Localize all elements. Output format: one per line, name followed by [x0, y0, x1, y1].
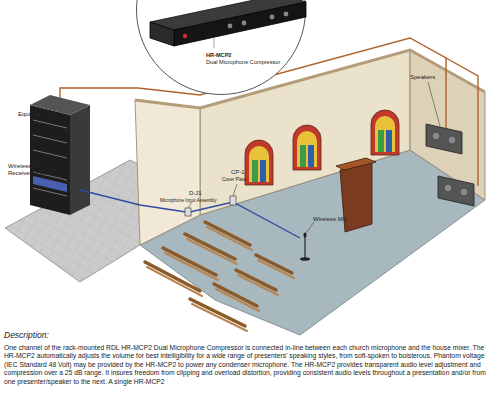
section-heading: Description: — [4, 331, 204, 341]
part-label: Cover Plate — [222, 177, 262, 182]
product-description: Dual Microphone Compressor — [206, 59, 280, 65]
part-label: D-J1 — [189, 190, 219, 197]
description-text: One channel of the rack-mounted RDL HR-M… — [4, 344, 492, 386]
product-name: HR-MCP2 — [206, 52, 231, 58]
cover-plate — [230, 196, 236, 205]
stained-window — [245, 140, 273, 185]
part-label: Wireless Mic — [313, 216, 363, 223]
stained-window — [293, 125, 321, 170]
mic-cable — [190, 202, 300, 238]
partition-wall — [135, 100, 200, 245]
wireless-mic — [300, 232, 310, 260]
pews — [145, 222, 294, 331]
part-label: Microphone Input Assembly — [160, 198, 230, 203]
speaker — [426, 124, 462, 154]
speaker — [438, 176, 474, 206]
leader-lines — [58, 82, 440, 233]
part-label: Equipment Rack — [18, 111, 78, 118]
part-label: Wireless Mic Receiver in Rack — [8, 163, 60, 177]
input-assembly — [185, 208, 191, 216]
part-label: CP-1 — [231, 169, 261, 176]
stained-window — [371, 110, 399, 155]
part-label: Speakers — [410, 74, 460, 81]
speaker-cable — [446, 58, 478, 186]
